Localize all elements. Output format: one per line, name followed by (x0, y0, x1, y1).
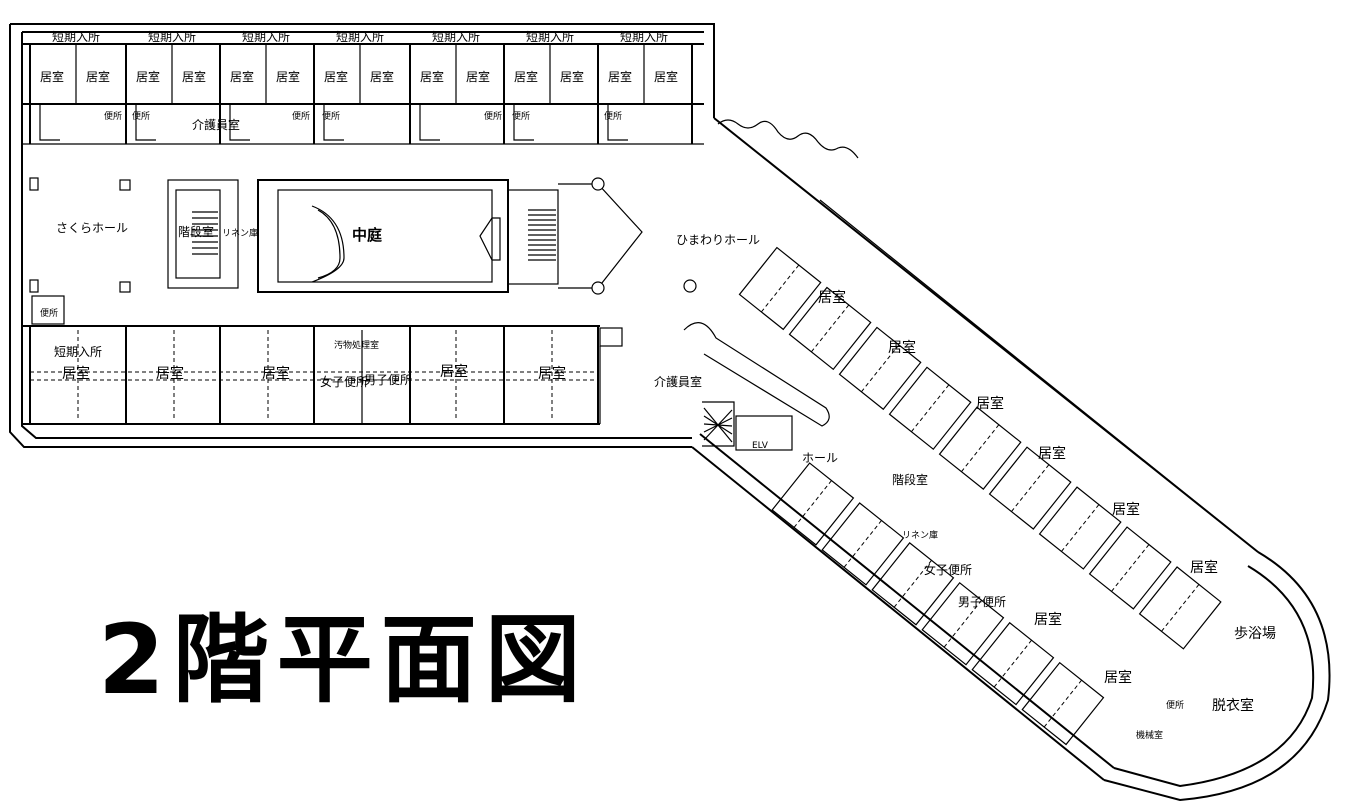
sakura-hall-label: さくらホール (56, 221, 128, 235)
toilet-label: 便所 (132, 110, 150, 122)
toilet-label: 便所 (322, 110, 340, 122)
linen-label: リネン庫 (222, 227, 258, 239)
room-label: 居室 (276, 69, 300, 84)
caregiver-room-label: 介護員室 (654, 374, 702, 389)
core-block (599, 322, 830, 451)
room-label: 居室 (370, 69, 394, 84)
room-label: 居室 (324, 69, 348, 84)
mens-toilet-label: 男子便所 (958, 595, 1006, 609)
room-label: 居室 (262, 365, 290, 382)
room-label: 居室 (1034, 611, 1062, 628)
toilet-label: 便所 (484, 110, 502, 122)
room-label: 居室 (1190, 559, 1218, 576)
room-label: 居室 (818, 289, 846, 306)
room-label: 居室 (1112, 501, 1140, 518)
womens-toilet-label: 女子便所 (320, 374, 368, 389)
short-stay-label: 短期入所 (148, 30, 196, 44)
short-stay-label: 短期入所 (432, 30, 480, 44)
room-label: 居室 (420, 69, 444, 84)
soiled-utility-label: 汚物処理室 (334, 339, 379, 351)
short-stay-label: 短期入所 (52, 30, 100, 44)
room-label: 居室 (888, 339, 916, 356)
top-rooms (22, 43, 704, 145)
elv-label: ELV (752, 441, 769, 451)
toilet-label: 便所 (1166, 699, 1184, 711)
machine-room-label: 機械室 (1136, 729, 1163, 741)
diagonal-rooms (738, 246, 1222, 746)
room-label: 居室 (182, 69, 206, 84)
bath-label: 歩浴場 (1234, 626, 1276, 642)
short-stay-label: 短期入所 (620, 30, 668, 44)
courtyard-label: 中庭 (352, 226, 383, 244)
room-label: 居室 (1104, 669, 1132, 686)
room-label: 居室 (40, 69, 64, 84)
room-label: 居室 (538, 365, 566, 382)
room-label: 居室 (608, 69, 632, 84)
plan-title: 2階平面図 (98, 604, 589, 716)
short-stay-label: 短期入所 (242, 30, 290, 44)
womens-toilet-label: 女子便所 (924, 562, 972, 577)
room-label: 居室 (1038, 445, 1066, 462)
center-block (29, 177, 697, 325)
dressing-room-label: 脱衣室 (1212, 697, 1254, 714)
outer-walls (9, 23, 1331, 802)
short-stay-label: 短期入所 (54, 345, 102, 359)
room-label: 居室 (440, 363, 468, 380)
hall-label: ホール (802, 451, 838, 465)
linen-label: リネン庫 (902, 529, 938, 541)
bottom-rooms (22, 325, 600, 425)
caregiver-room-label: 介護員室 (192, 117, 240, 132)
room-label: 居室 (514, 69, 538, 84)
room-label: 居室 (466, 69, 490, 84)
room-labels: 短期入所短期入所短期入所短期入所短期入所短期入所短期入所 居室居室居室居室居室居… (40, 30, 1276, 741)
room-label: 居室 (560, 69, 584, 84)
stairs-label: 階段室 (892, 472, 928, 487)
room-label: 居室 (976, 395, 1004, 412)
toilet-label: 便所 (104, 110, 122, 122)
toilet-label: 便所 (40, 307, 58, 319)
himawari-hall-label: ひまわりホール (676, 233, 760, 247)
short-stay-label: 短期入所 (336, 30, 384, 44)
room-label: 居室 (62, 365, 90, 382)
stairs-label: 階段室 (178, 224, 214, 239)
toilet-label: 便所 (292, 110, 310, 122)
room-label: 居室 (654, 69, 678, 84)
toilet-label: 便所 (604, 110, 622, 122)
room-label: 居室 (136, 69, 160, 84)
room-label: 居室 (86, 69, 110, 84)
toilet-label: 便所 (512, 110, 530, 122)
room-label: 居室 (230, 69, 254, 84)
room-label: 居室 (156, 365, 184, 382)
mens-toilet-label: 男子便所 (364, 373, 412, 387)
short-stay-label: 短期入所 (526, 30, 574, 44)
